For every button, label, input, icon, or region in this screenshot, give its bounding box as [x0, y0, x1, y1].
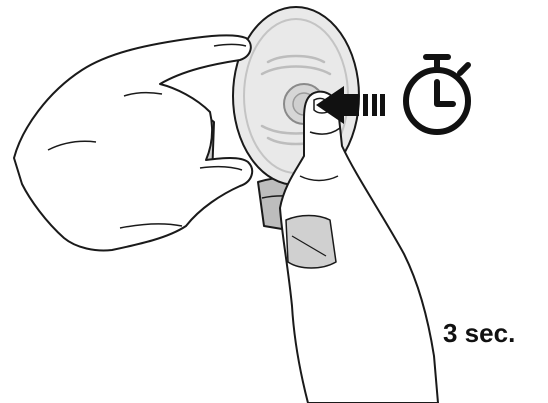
duration-label: 3 sec.: [443, 318, 515, 349]
right-hand: [280, 92, 438, 403]
stopwatch-icon: [406, 57, 468, 132]
left-hand: [14, 35, 252, 250]
